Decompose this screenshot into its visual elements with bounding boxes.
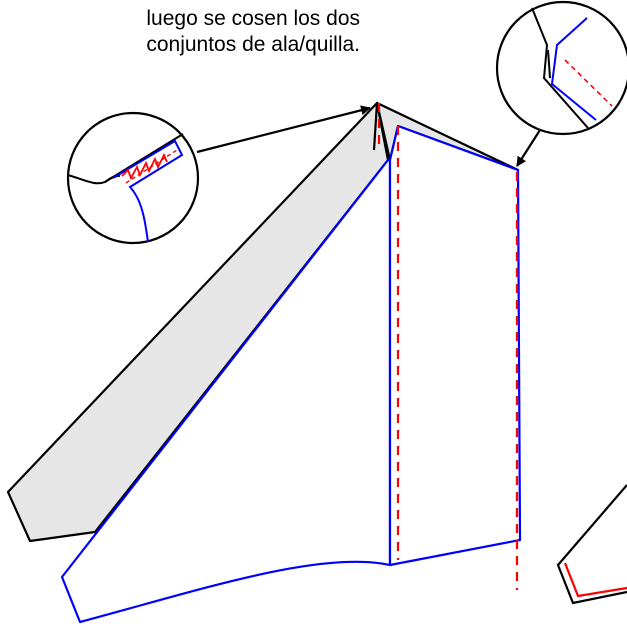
- instruction-caption: luego se cosen los dos conjuntos de ala/…: [60, 6, 360, 58]
- wing-fold-gray: [6, 101, 390, 543]
- wing-edge-line: [372, 102, 379, 151]
- caption-line-1: luego se cosen los dos: [146, 7, 360, 30]
- detail-right-edge: [531, 7, 589, 129]
- detail-circle-right: [495, 0, 627, 136]
- detail-left-stitch: [125, 149, 178, 184]
- arrow-to-right-detail: [516, 129, 541, 167]
- second-wing-piece-edge: [556, 484, 627, 605]
- detail-left-zigzag: [121, 152, 168, 181]
- detail-right-blue-seam: [550, 17, 597, 121]
- detail-left-blue-seam: [112, 139, 184, 243]
- caption-line-2: conjuntos de ala/quilla.: [146, 33, 360, 56]
- wing-panel-blue: [60, 158, 392, 624]
- detail-right-inner: [547, 49, 551, 79]
- arrow-to-left-detail: [196, 105, 371, 154]
- detail-circle-left: [66, 111, 200, 245]
- detail-right-stitch: [564, 59, 613, 107]
- keel-panel-blue: [388, 124, 522, 567]
- second-wing-piece-seam: [563, 562, 627, 598]
